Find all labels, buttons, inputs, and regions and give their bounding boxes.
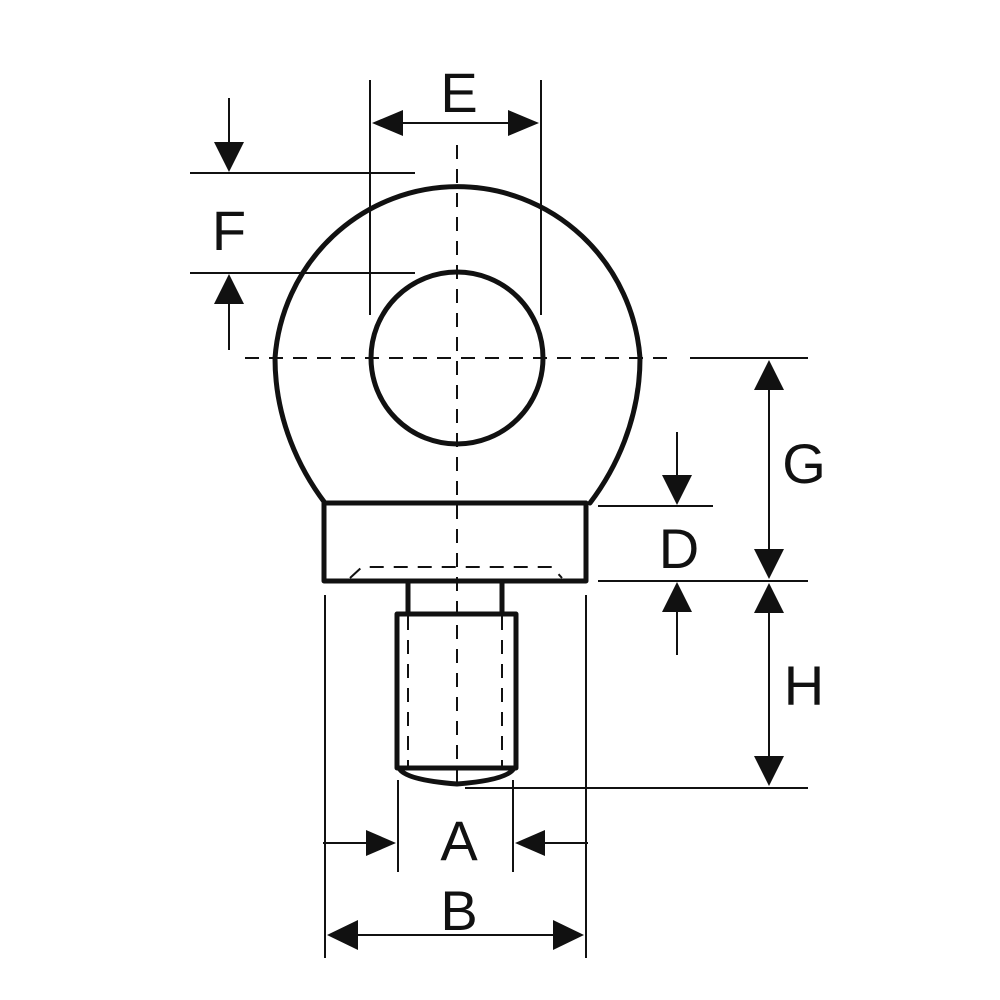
arrow-up-icon xyxy=(754,583,784,613)
collar-chamfer-hidden xyxy=(349,566,563,579)
label-e: E xyxy=(440,61,477,124)
eye-outer-ring xyxy=(272,184,643,506)
arrow-down-icon xyxy=(214,142,244,172)
arrow-down-icon xyxy=(754,756,784,786)
dimension-d: D xyxy=(598,432,808,655)
dimension-g: G xyxy=(690,357,826,579)
arrow-right-icon xyxy=(553,920,584,950)
label-d: D xyxy=(659,517,699,580)
dimension-e: E xyxy=(369,61,542,315)
arrow-left-icon xyxy=(515,830,545,856)
arrow-down-icon xyxy=(662,475,692,505)
label-g: G xyxy=(782,432,826,495)
eye-inner-hole xyxy=(368,269,546,447)
dimension-f: F xyxy=(190,98,415,350)
arrow-up-icon xyxy=(214,274,244,304)
label-f: F xyxy=(212,199,246,262)
label-h: H xyxy=(784,654,824,717)
centerlines xyxy=(245,145,670,790)
arrow-left-icon xyxy=(327,920,358,950)
arrow-right-icon xyxy=(366,830,396,856)
label-b: B xyxy=(440,879,477,942)
arrow-down-icon xyxy=(754,549,784,579)
arrow-up-icon xyxy=(754,360,784,390)
dimension-h: H xyxy=(465,583,824,789)
collar xyxy=(321,500,589,584)
eye-bolt-body xyxy=(272,184,643,787)
shank-tip xyxy=(396,765,517,787)
arrow-left-icon xyxy=(372,110,403,136)
dimension-b: B xyxy=(324,595,587,958)
arrow-up-icon xyxy=(662,582,692,612)
dimension-a: A xyxy=(323,780,588,872)
label-a: A xyxy=(440,809,478,872)
arrow-right-icon xyxy=(508,110,539,136)
